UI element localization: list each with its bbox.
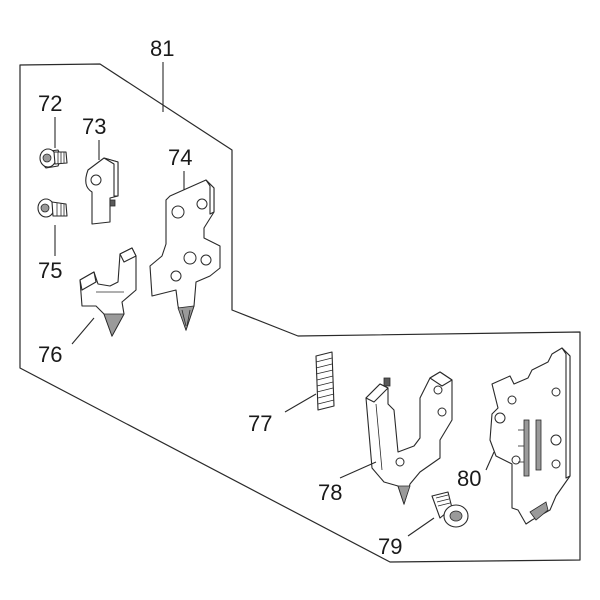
part-78-bracket: [365, 371, 453, 506]
part-79-screw: [431, 491, 469, 528]
leader-79: [407, 517, 435, 537]
callout-76: 76: [38, 342, 62, 367]
part-75-screw: [37, 198, 68, 218]
leader-77: [284, 393, 317, 413]
callout-74: 74: [168, 145, 192, 170]
callout-80: 80: [457, 466, 481, 491]
leader-76: [71, 317, 95, 345]
leader-78: [339, 461, 377, 479]
callout-81: 81: [150, 36, 174, 61]
part-76-fork: [79, 247, 137, 337]
callout-75: 75: [38, 258, 62, 283]
leader-80: [485, 451, 495, 471]
part-73-plate: [85, 157, 119, 225]
part-72-screw: [39, 148, 68, 169]
callout-72: 72: [38, 91, 62, 116]
part-74-plate: [149, 179, 221, 332]
part-77-spring: [315, 351, 335, 411]
part-80-plate: [489, 347, 571, 525]
callout-73: 73: [82, 114, 106, 139]
callout-78: 78: [318, 480, 342, 505]
kit-outline: [19, 63, 581, 563]
callout-77: 77: [248, 411, 272, 436]
callout-79: 79: [378, 534, 402, 559]
